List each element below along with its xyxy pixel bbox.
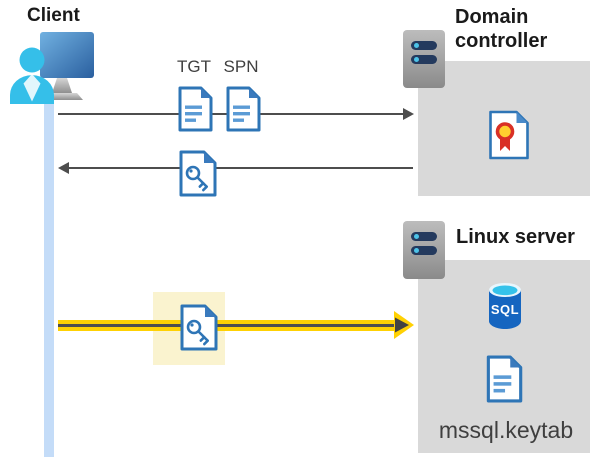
server-led-icon — [413, 43, 419, 48]
keytab-filename-label: mssql.keytab — [438, 417, 574, 443]
response-arrow-line — [69, 167, 413, 169]
request-arrowhead-icon — [403, 108, 414, 120]
tgt-document-icon — [178, 86, 213, 132]
server-drive-icon — [411, 232, 437, 241]
sql-cylinder-icon — [489, 283, 521, 329]
server-drive-icon — [411, 41, 437, 50]
monitor-stand-icon — [52, 78, 72, 93]
linux-server-label: Linux server — [456, 226, 575, 248]
client-computer-icon — [10, 32, 94, 104]
server-led-icon — [413, 234, 419, 239]
client-label: Client — [27, 5, 80, 26]
linux-server-icon — [403, 221, 445, 279]
key-ticket-icon — [179, 150, 217, 197]
server-led-icon — [413, 248, 419, 253]
keytab-document-icon — [486, 355, 523, 403]
tgt-label: TGT — [177, 57, 211, 76]
auth-connection-core-line — [58, 324, 395, 327]
auth-connection-arrow — [58, 320, 395, 331]
sql-database-icon: SQL — [487, 281, 523, 331]
server-drive-icon — [411, 246, 437, 255]
server-led-icon — [413, 57, 419, 62]
spn-label: SPN — [223, 57, 259, 76]
server-drive-icon — [411, 55, 437, 64]
auth-connection-arrowhead-icon — [394, 311, 414, 339]
monitor-icon — [40, 32, 94, 78]
response-arrowhead-icon — [58, 162, 69, 174]
sql-badge-label: SQL — [490, 302, 520, 317]
key-ticket-highlighted-icon — [180, 304, 218, 351]
domain-controller-server-icon — [403, 30, 445, 88]
person-icon — [10, 47, 54, 104]
certificate-icon — [489, 110, 529, 160]
spn-document-icon — [226, 86, 261, 132]
client-lifeline — [44, 93, 54, 457]
domain-controller-label: Domain controller — [455, 6, 548, 52]
